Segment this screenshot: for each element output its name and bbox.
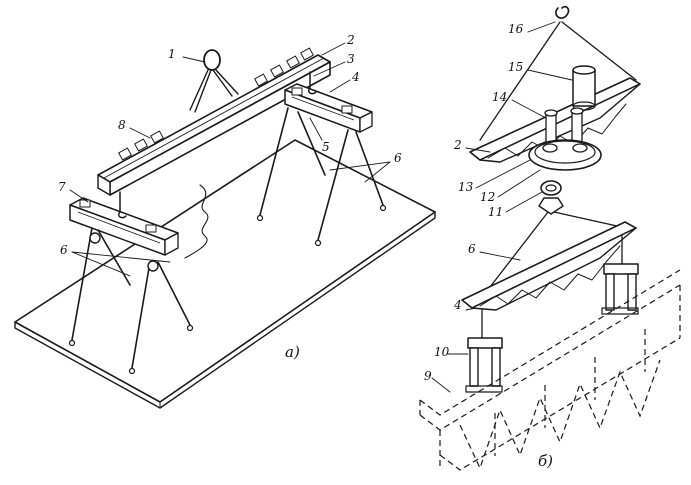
label-b-9: 9 [424, 369, 432, 383]
motor [572, 65, 596, 111]
caption-a: а) [285, 343, 300, 361]
label-b-4: 4 [454, 298, 462, 312]
label-a-8: 8 [118, 118, 126, 132]
label-b-16: 16 [508, 22, 524, 36]
label-a-6-left: 6 [60, 243, 68, 257]
label-a-1: 1 [168, 47, 176, 61]
steel-plate [14, 139, 436, 409]
label-a-3: 3 [347, 52, 355, 66]
figure-b-leaders [431, 21, 573, 393]
figure-b-drawing [419, 5, 681, 471]
label-a-4: 4 [352, 70, 360, 84]
label-b-14: 14 [492, 90, 508, 104]
truss-girder [419, 269, 681, 471]
grip-right [601, 234, 639, 315]
top-hook [479, 5, 637, 141]
label-a-7: 7 [58, 180, 66, 194]
label-b-11: 11 [488, 205, 504, 219]
figure-a-drawing [14, 42, 436, 409]
label-b-12: 12 [480, 190, 496, 204]
label-b-10: 10 [434, 345, 450, 359]
label-b-13: 13 [458, 180, 474, 194]
right-chains [256, 107, 387, 247]
left-cross-beam [69, 191, 179, 256]
sling-lifting-eye [189, 49, 239, 113]
label-a-5: 5 [322, 140, 330, 154]
slewing-ring [528, 139, 602, 171]
lower-truss-beam [461, 221, 637, 311]
label-b-6: 6 [468, 242, 476, 256]
beam-weights [118, 47, 314, 161]
label-b-15: 15 [508, 60, 524, 74]
figure-a-leaders [69, 42, 391, 277]
label-b-2: 2 [454, 138, 462, 152]
caption-b: б) [538, 452, 554, 470]
main-beam [97, 47, 331, 196]
gear-shafts [544, 107, 584, 149]
right-cross-beam [284, 71, 373, 133]
grip-left [465, 309, 503, 393]
left-chains [68, 227, 194, 375]
label-a-6-right: 6 [394, 151, 402, 165]
label-a-2: 2 [347, 33, 355, 47]
